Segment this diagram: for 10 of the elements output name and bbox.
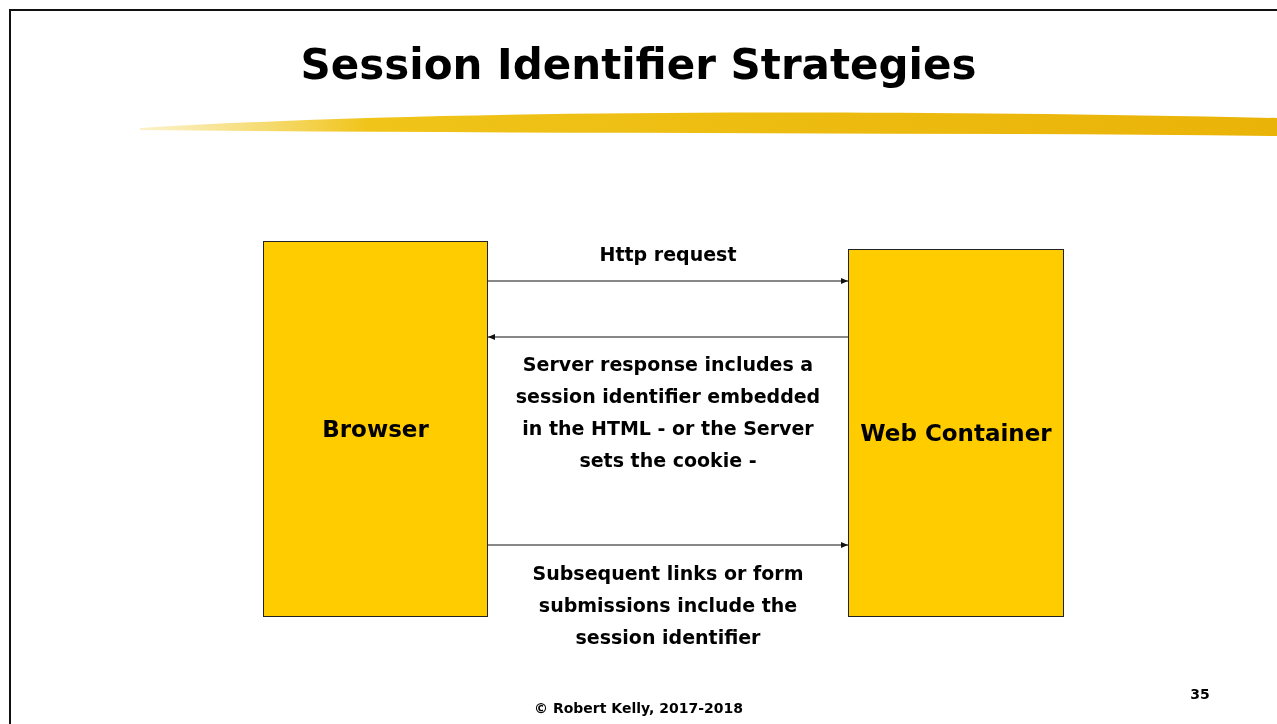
page-number: 35: [1189, 686, 1211, 702]
copyright-note: © Robert Kelly, 2017-2018: [533, 700, 744, 716]
arrow: [487, 278, 849, 284]
slide-title: Session Identifier Strategies: [299, 40, 978, 89]
node-label: Browser: [322, 416, 429, 442]
arrow: [487, 542, 849, 548]
node-label: Web Container: [860, 420, 1052, 446]
process-box: [263, 241, 488, 617]
process-box: [848, 249, 1064, 617]
arrow: [487, 334, 849, 340]
